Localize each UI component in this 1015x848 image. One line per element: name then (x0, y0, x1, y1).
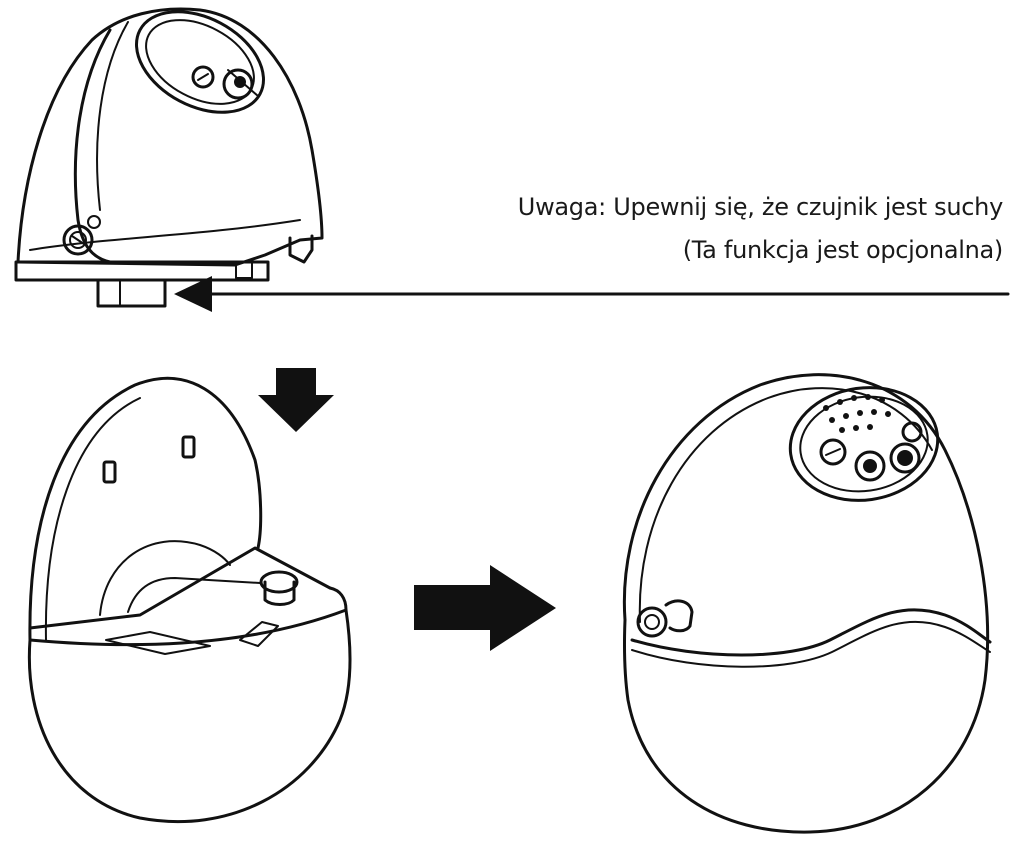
tube-port-icon (62, 215, 101, 256)
tube-port-icon (636, 599, 694, 638)
pump-motor-unit (14, 7, 324, 308)
display-icon (823, 394, 891, 433)
note-text-line1: Uwaga: Upewnij się, że czujnik jest such… (517, 193, 1004, 221)
valve-icon (259, 570, 299, 606)
arrow-left-icon (174, 276, 212, 312)
clip-slot-icon (102, 435, 196, 484)
arrow-down-icon (258, 368, 334, 432)
pointer-arrow (174, 276, 1010, 312)
assembled-pump (622, 373, 992, 834)
breast-shell-open (27, 376, 352, 823)
plus-button-icon (901, 421, 923, 443)
minus-button-icon (819, 438, 847, 466)
note-text-line2: (Ta funkcja jest opcjonalna) (682, 236, 1004, 264)
button-icon (191, 65, 215, 89)
power-button-icon (889, 442, 921, 474)
mode-button-icon (854, 450, 886, 482)
arrow-right-icon (414, 565, 556, 651)
power-button-icon (222, 68, 259, 100)
